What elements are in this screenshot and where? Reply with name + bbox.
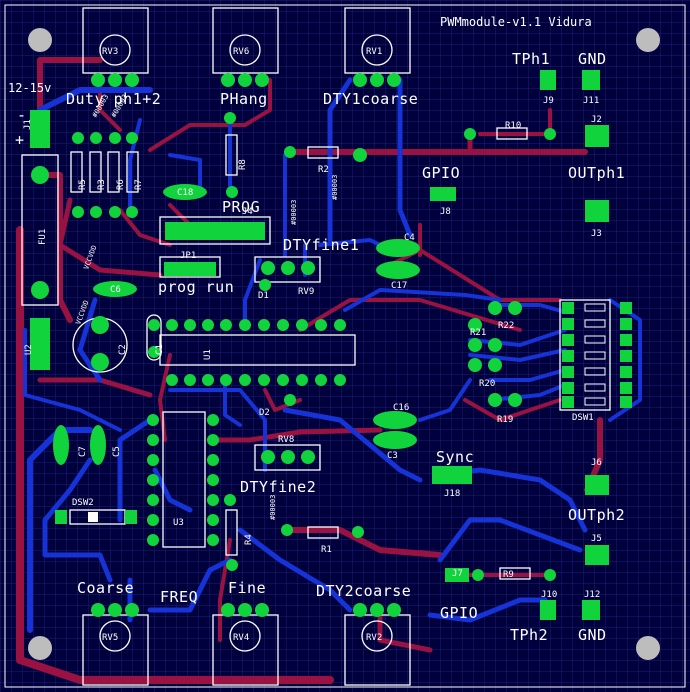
mounting-hole-top-right [636, 28, 660, 52]
label-tph1: TPh1 [512, 50, 550, 68]
mounting-hole-top-left [28, 28, 52, 52]
label-fine: Fine [228, 579, 266, 597]
refdes-rv8: RV8 [278, 435, 294, 445]
refdes-c2: C2 [118, 344, 128, 355]
refdes-r22: R22 [498, 321, 514, 331]
label-minus: - [17, 106, 27, 124]
label-code-4: #00003 [331, 175, 339, 200]
label-plus: + [15, 131, 25, 149]
refdes-fu1: FU1 [38, 229, 48, 245]
refdes-c4: C4 [404, 233, 415, 243]
refdes-dsw1: DSW1 [572, 413, 594, 423]
label-dtyfine2: DTYfine2 [240, 478, 316, 496]
refdes-j12: J12 [584, 590, 600, 600]
refdes-r1: R1 [321, 545, 332, 555]
refdes-r6: R6 [116, 179, 126, 190]
refdes-c17: C17 [391, 281, 407, 291]
label-prog-run: prog run [158, 278, 234, 296]
refdes-r2: R2 [318, 165, 329, 175]
refdes-j3: J3 [591, 229, 602, 239]
refdes-c7: C7 [78, 446, 88, 457]
refdes-c1: C1 [155, 344, 165, 355]
refdes-j4: J4 [242, 207, 253, 217]
refdes-c16: C16 [393, 403, 409, 413]
refdes-j11: J11 [583, 96, 599, 106]
mounting-holes [28, 28, 660, 660]
refdes-c5: C5 [112, 446, 122, 457]
refdes-rv9: RV9 [298, 287, 314, 297]
label-coarse: Coarse [77, 579, 134, 597]
refdes-r8: R8 [238, 159, 248, 170]
refdes-rv1: RV1 [366, 47, 382, 57]
refdes-d1: D1 [258, 291, 269, 301]
label-supply: 12-15v [8, 81, 51, 95]
refdes-r20: R20 [479, 379, 495, 389]
refdes-j1: J1 [23, 119, 33, 130]
label-outph1: OUTph1 [568, 164, 625, 182]
refdes-rv5: RV5 [102, 633, 118, 643]
refdes-j2: J2 [591, 115, 602, 125]
refdes-d2: D2 [259, 408, 270, 418]
refdes-r10: R10 [505, 121, 521, 131]
refdes-u2: U2 [24, 344, 34, 355]
label-duty: Duty ph1+2 [66, 90, 161, 108]
refdes-j6: J6 [591, 458, 602, 468]
label-outph2: OUTph2 [568, 506, 625, 524]
refdes-r3: R3 [97, 179, 107, 190]
label-gnd-top: GND [578, 50, 607, 68]
refdes-c3: C3 [387, 451, 398, 461]
label-gpio-bottom: GPIO [440, 604, 478, 622]
pads [30, 70, 632, 620]
refdes-u3: U3 [173, 518, 184, 528]
refdes-j10: J10 [541, 590, 557, 600]
refdes-u1: U1 [203, 349, 213, 360]
refdes-dsw2: DSW2 [72, 498, 94, 508]
label-dty2coarse: DTY2coarse [316, 582, 411, 600]
refdes-r7: R7 [134, 179, 144, 190]
label-dty1coarse: DTY1coarse [323, 90, 418, 108]
refdes-rv2: RV2 [366, 633, 382, 643]
label-prog: PROG [222, 198, 260, 216]
refdes-j7: J7 [452, 569, 463, 579]
label-code-5: #00003 [269, 495, 277, 520]
refdes-j9: J9 [543, 96, 554, 106]
label-gpio-top: GPIO [422, 164, 460, 182]
refdes-j18: J18 [444, 489, 460, 499]
label-phang: PHang [220, 90, 268, 108]
label-code-3: #00003 [290, 200, 298, 225]
refdes-r9: R9 [503, 570, 514, 580]
bottom-copper-layer [23, 77, 642, 633]
dsw1-switches [88, 303, 606, 522]
label-sync: Sync [436, 448, 474, 466]
refdes-r5: R5 [78, 179, 88, 190]
refdes-r21: R21 [470, 328, 486, 338]
label-tph2: TPh2 [510, 626, 548, 644]
silkscreen-text: PWMmodule-v1.1 Vidura 12-15v - + Duty ph… [8, 15, 625, 644]
board-title: PWMmodule-v1.1 Vidura [440, 15, 592, 29]
refdes-c18: C18 [177, 188, 193, 198]
refdes-j5: J5 [591, 534, 602, 544]
refdes-rv6: RV6 [233, 47, 249, 57]
label-dtyfine1: DTYfine1 [283, 236, 359, 254]
board-outline [4, 4, 686, 688]
label-gnd-bottom: GND [578, 626, 607, 644]
mounting-hole-bottom-left [28, 636, 52, 660]
refdes-rv3: RV3 [102, 47, 118, 57]
refdes-c6: C6 [110, 285, 121, 295]
mounting-hole-bottom-right [636, 636, 660, 660]
refdes-rv4: RV4 [233, 633, 249, 643]
label-freq: FREQ [160, 588, 198, 606]
refdes-jp1: JP1 [180, 251, 196, 261]
refdes-r19: R19 [497, 415, 513, 425]
refdes-r4: R4 [244, 534, 254, 545]
refdes-j8: J8 [440, 207, 451, 217]
